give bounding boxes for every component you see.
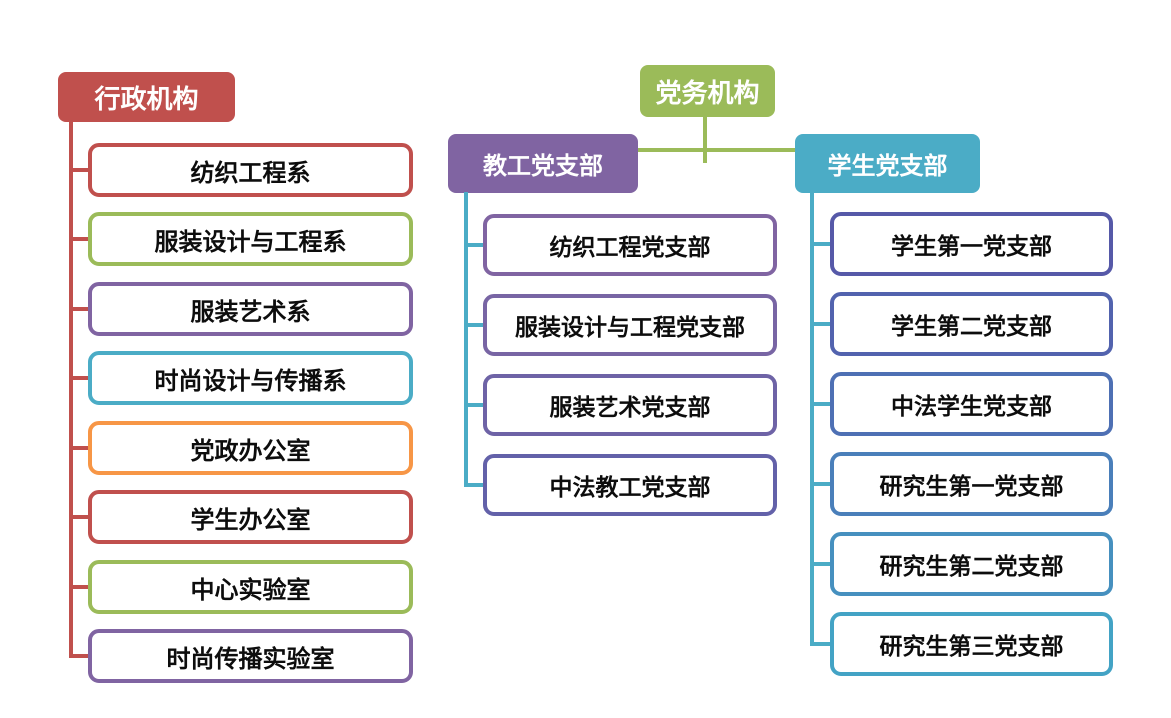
faculty-node-textile-engineering[interactable]: 纺织工程党支部	[483, 214, 777, 276]
node-label: 服装艺术党支部	[549, 394, 711, 420]
faculty-stub-connector	[464, 243, 483, 247]
admin-header[interactable]: 行政机构	[58, 72, 235, 122]
admin-node-fashion-art[interactable]: 服装艺术系	[88, 282, 413, 336]
party-horizontal-connector	[638, 148, 795, 152]
faculty-node-fashion-art[interactable]: 服装艺术党支部	[483, 374, 777, 436]
student-stub-connector	[810, 242, 830, 246]
student-node-grad-first[interactable]: 研究生第一党支部	[830, 452, 1113, 516]
node-label: 党政办公室	[190, 437, 311, 465]
faculty-node-fashion-design-engineering[interactable]: 服装设计与工程党支部	[483, 294, 777, 356]
student-branch-header[interactable]: 学生党支部	[795, 134, 980, 193]
node-label: 研究生第二党支部	[879, 553, 1064, 579]
node-label: 学生第一党支部	[891, 233, 1052, 259]
student-trunk-connector	[810, 193, 814, 646]
node-label: 学生第二党支部	[891, 313, 1052, 339]
student-node-second[interactable]: 学生第二党支部	[830, 292, 1113, 356]
admin-node-textile-engineering[interactable]: 纺织工程系	[88, 143, 413, 197]
admin-node-fashion-design-media[interactable]: 时尚设计与传播系	[88, 351, 413, 405]
admin-stub-connector	[69, 168, 88, 172]
node-label: 中心实验室	[190, 576, 311, 604]
student-branch-label: 学生党支部	[827, 153, 948, 180]
admin-trunk-connector	[69, 120, 73, 658]
node-label: 研究生第三党支部	[879, 633, 1064, 659]
admin-stub-connector	[69, 446, 88, 450]
admin-stub-connector	[69, 307, 88, 311]
admin-header-label: 行政机构	[94, 83, 199, 114]
faculty-stub-connector	[464, 483, 483, 487]
admin-node-party-gov-office[interactable]: 党政办公室	[88, 421, 413, 475]
node-label: 中法学生党支部	[891, 393, 1052, 419]
faculty-node-sino-french[interactable]: 中法教工党支部	[483, 454, 777, 516]
node-label: 服装艺术系	[190, 298, 311, 326]
admin-stub-connector	[69, 376, 88, 380]
faculty-branch-header[interactable]: 教工党支部	[448, 134, 638, 193]
student-stub-connector	[810, 482, 830, 486]
faculty-stub-connector	[464, 323, 483, 327]
admin-stub-connector	[69, 515, 88, 519]
student-node-grad-third[interactable]: 研究生第三党支部	[830, 612, 1113, 676]
student-stub-connector	[810, 322, 830, 326]
node-label: 服装设计与工程党支部	[515, 314, 745, 340]
student-node-first[interactable]: 学生第一党支部	[830, 212, 1113, 276]
student-node-grad-second[interactable]: 研究生第二党支部	[830, 532, 1113, 596]
student-node-sino-french[interactable]: 中法学生党支部	[830, 372, 1113, 436]
student-stub-connector	[810, 402, 830, 406]
admin-stub-connector	[69, 585, 88, 589]
faculty-stub-connector	[464, 403, 483, 407]
node-label: 时尚传播实验室	[166, 645, 335, 673]
admin-stub-connector	[69, 654, 88, 658]
admin-node-fashion-design-engineering[interactable]: 服装设计与工程系	[88, 212, 413, 266]
student-stub-connector	[810, 642, 830, 646]
student-stub-connector	[810, 562, 830, 566]
faculty-branch-label: 教工党支部	[483, 153, 603, 180]
admin-node-central-lab[interactable]: 中心实验室	[88, 560, 413, 614]
admin-node-fashion-media-lab[interactable]: 时尚传播实验室	[88, 629, 413, 683]
admin-stub-connector	[69, 237, 88, 241]
party-vertical-connector	[703, 117, 707, 163]
node-label: 研究生第一党支部	[879, 473, 1064, 499]
party-header-label: 党务机构	[655, 77, 760, 108]
node-label: 纺织工程党支部	[549, 234, 711, 260]
node-label: 时尚设计与传播系	[154, 367, 347, 395]
admin-node-student-office[interactable]: 学生办公室	[88, 490, 413, 544]
node-label: 学生办公室	[190, 506, 311, 534]
node-label: 纺织工程系	[190, 159, 311, 187]
node-label: 中法教工党支部	[549, 474, 711, 500]
node-label: 服装设计与工程系	[154, 228, 347, 256]
faculty-trunk-connector	[464, 192, 468, 487]
party-header[interactable]: 党务机构	[640, 65, 775, 117]
